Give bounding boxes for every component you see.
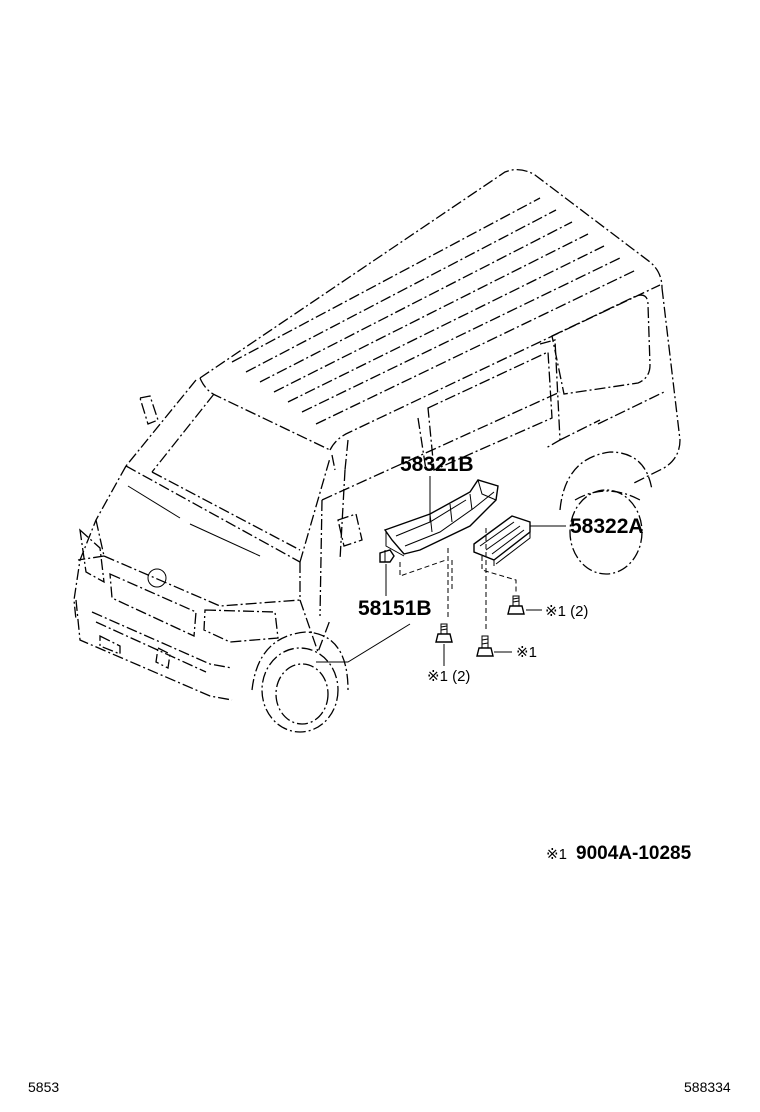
part-58151B-clip[interactable] bbox=[379, 549, 395, 563]
label-58322A: 58322A bbox=[570, 515, 644, 538]
reference-part-number: 9004A-10285 bbox=[576, 843, 692, 864]
reference-mark: ※1 bbox=[546, 846, 567, 863]
footer-right-code: 588334 bbox=[684, 1079, 731, 1095]
label-58151B: 58151B bbox=[358, 597, 432, 620]
bolt-right-upper[interactable] bbox=[507, 595, 525, 615]
bolt-left[interactable] bbox=[435, 623, 453, 643]
note-bolt-left-lower: ※1 (2) bbox=[427, 668, 470, 685]
footer-left-code: 5853 bbox=[28, 1079, 59, 1095]
note-bolt-right-lower: ※1 bbox=[516, 644, 537, 661]
van-outline bbox=[73, 168, 681, 733]
label-58321B: 58321B bbox=[400, 453, 474, 476]
part-58322A-bracket[interactable] bbox=[473, 515, 531, 566]
bolt-center-lower[interactable] bbox=[476, 635, 494, 657]
note-bolt-right-upper: ※1 (2) bbox=[545, 603, 588, 620]
leader-lines bbox=[316, 476, 566, 666]
